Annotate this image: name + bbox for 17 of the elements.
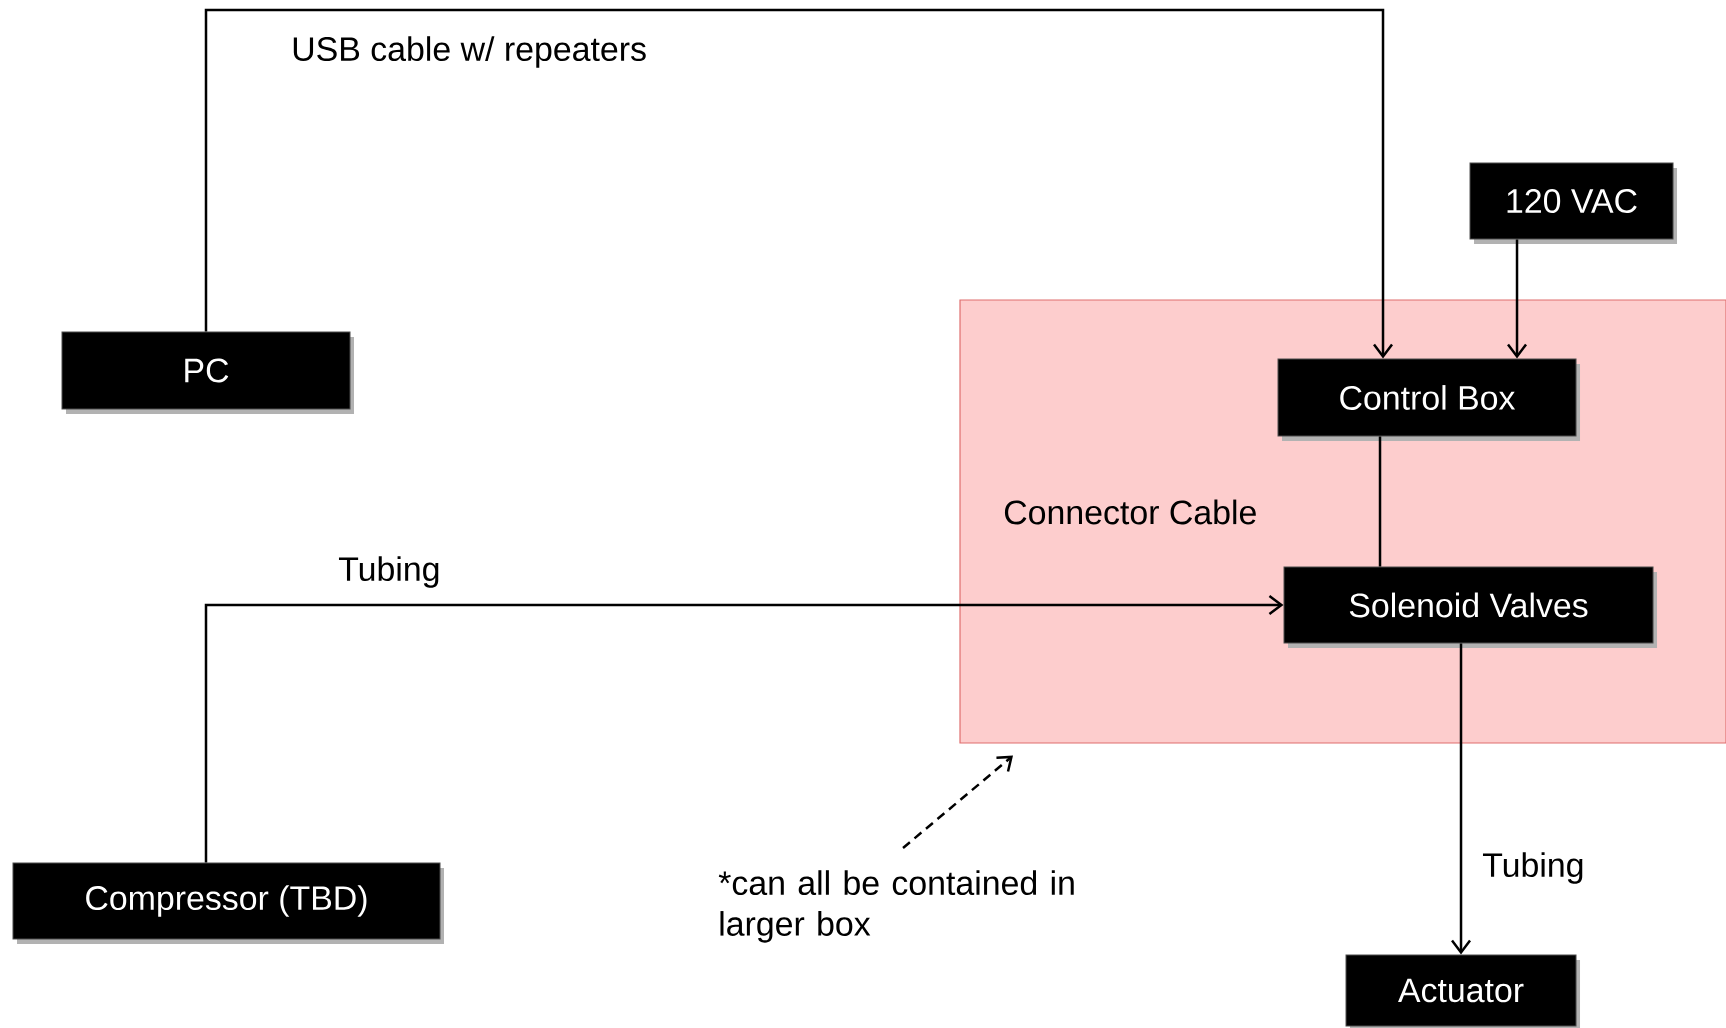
arrow (204, 595, 1284, 863)
process-box: Control Box (1277, 358, 1580, 441)
process-box: Compressor (TBD) (12, 862, 444, 944)
edge-label: Tubing (1483, 852, 1583, 884)
edge-label: Connector Cable (1004, 499, 1256, 525)
process-box: Actuator (1345, 954, 1580, 1028)
process-box: Solenoid Valves (1283, 566, 1657, 648)
process-box: 120 VAC (1469, 162, 1677, 244)
edge-label: USB cable w/ repeaters (293, 36, 646, 68)
note-text: *can all be contained in larger box (718, 870, 1074, 943)
arrow (1451, 643, 1471, 955)
arrow (204, 8, 1393, 359)
leader-arrow (902, 755, 1013, 849)
edge-label: Tubing (338, 556, 439, 588)
arrow (1507, 239, 1527, 359)
connector-line (1378, 436, 1382, 567)
process-box: PC (61, 331, 354, 414)
